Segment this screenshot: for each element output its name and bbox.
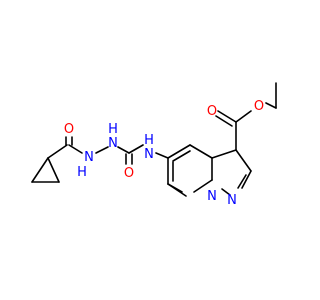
bond bbox=[221, 188, 231, 196]
bond bbox=[265, 102, 277, 109]
bond bbox=[155, 152, 169, 159]
atom-o-ester-ether: O bbox=[254, 99, 264, 114]
bond bbox=[217, 110, 237, 123]
bond bbox=[31, 157, 49, 183]
molecule-diagram: O O O O N H N H N H N N bbox=[31, 82, 277, 208]
bond bbox=[95, 146, 109, 154]
bond bbox=[47, 144, 68, 159]
atom-n-bridge: N bbox=[207, 189, 217, 204]
atom-o-urea: O bbox=[124, 166, 134, 181]
bond bbox=[211, 149, 237, 159]
bond bbox=[167, 183, 183, 193]
bond bbox=[167, 144, 191, 159]
bond bbox=[235, 110, 252, 123]
bonds bbox=[31, 82, 277, 197]
bond bbox=[193, 179, 213, 193]
bond bbox=[128, 144, 144, 154]
bond bbox=[237, 174, 247, 189]
bond bbox=[189, 144, 213, 159]
atom-o-amide: O bbox=[64, 122, 74, 137]
atom-o-ester-carbonyl: O bbox=[207, 104, 217, 119]
structure-svg: O O O O N H N H N H N N bbox=[31, 82, 277, 208]
atom-n-amide: N bbox=[84, 150, 94, 165]
atom-n-hydrazine: N bbox=[108, 136, 118, 151]
bond bbox=[117, 146, 130, 154]
bond bbox=[68, 144, 83, 154]
atom-h-hydrazine: H bbox=[108, 122, 118, 137]
bond bbox=[235, 149, 252, 172]
atom-n-urea: N bbox=[144, 147, 154, 162]
bond bbox=[241, 170, 252, 189]
atom-h-amide: H bbox=[77, 165, 87, 180]
bond bbox=[215, 115, 233, 127]
atom-labels: O O O O N H N H N H N N bbox=[64, 99, 264, 208]
bond bbox=[47, 157, 60, 183]
bond bbox=[172, 150, 191, 162]
atom-h-urea: H bbox=[144, 133, 154, 148]
atom-n-pyrazole: N bbox=[227, 193, 237, 208]
